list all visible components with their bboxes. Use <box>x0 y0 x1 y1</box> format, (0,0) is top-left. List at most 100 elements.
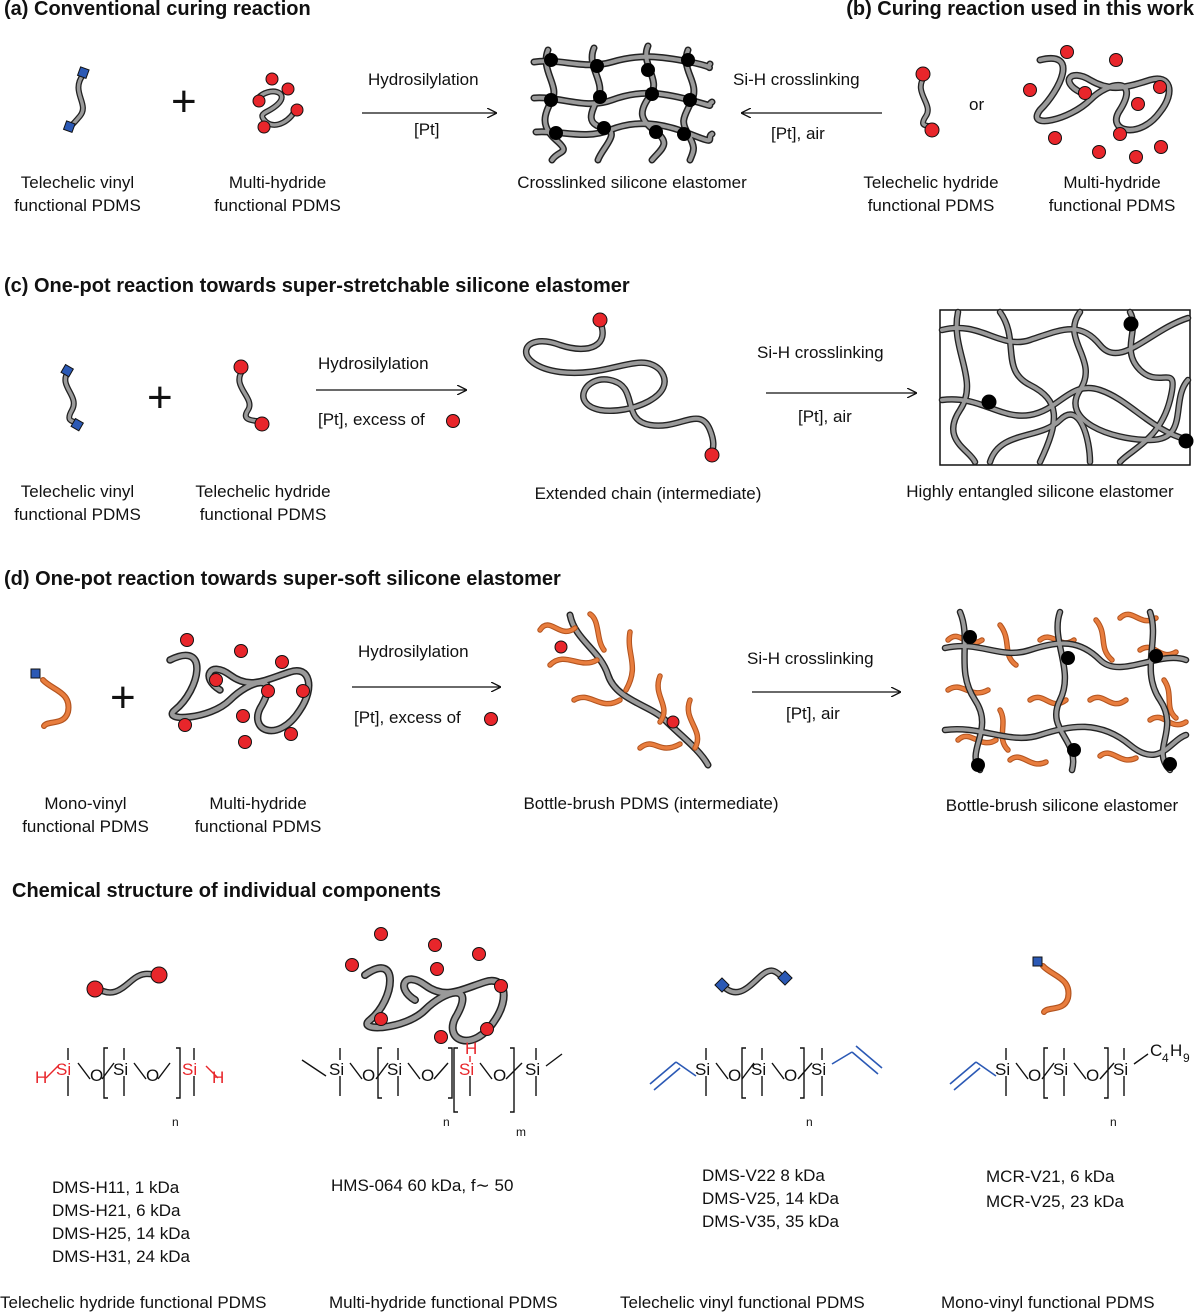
panel-a-arrow-bottom: [Pt] <box>414 120 440 139</box>
atom-o: O <box>146 1066 159 1085</box>
atom-si: Si <box>525 1060 540 1079</box>
panel-c-arrow2-top: Si-H crosslinking <box>757 343 884 362</box>
bottle-brush-network-icon <box>941 608 1190 774</box>
atom-si: Si <box>387 1060 402 1079</box>
panel-c-title: (c) One-pot reaction towards super-stret… <box>4 275 630 297</box>
panel-b-arrow-bottom: [Pt], air <box>771 124 825 143</box>
panel-b-title: (b) Curing reaction used in this work <box>846 0 1194 20</box>
panel-d-intermediate-label: Bottle-brush PDMS (intermediate) <box>523 794 779 813</box>
entangled-network-icon <box>938 308 1194 466</box>
atom-si: Si <box>995 1060 1010 1079</box>
structure-multi-hydride-icon <box>345 927 508 1045</box>
atom-si: Si <box>459 1060 474 1079</box>
atom-si: Si <box>1113 1060 1128 1079</box>
structure-mono-vinyl-icon <box>1032 956 1072 1015</box>
panel-c-telechelic-hydride-icon <box>233 359 270 432</box>
butyl-h: H <box>1170 1041 1182 1060</box>
panel-a-arrow-top: Hydrosilylation <box>368 70 479 89</box>
panel-c-plus: + <box>147 373 173 422</box>
repeat-n: n <box>443 1115 450 1129</box>
atom-si: Si <box>182 1060 197 1079</box>
atom-si: Si <box>751 1060 766 1079</box>
caption-mono-vinyl: Mono-vinyl functional PDMS <box>941 1293 1155 1312</box>
panel-d-excess-hydride-dot <box>484 712 498 726</box>
caption-telechelic-hydride: Telechelic hydride functional PDMS <box>0 1293 267 1312</box>
atom-si: Si <box>113 1060 128 1079</box>
structure-telechelic-hydride-formula: H Si O Si O Si H n <box>35 1047 224 1129</box>
atom-o: O <box>784 1066 797 1085</box>
panel-c-arrow1-top: Hydrosilylation <box>318 354 429 373</box>
panel-b-arrow-top: Si-H crosslinking <box>733 70 860 89</box>
atom-si: Si <box>329 1060 344 1079</box>
atom-o: O <box>362 1066 375 1085</box>
atom-o: O <box>493 1066 506 1085</box>
panel-d-arrow2-top: Si-H crosslinking <box>747 649 874 668</box>
atom-si: Si <box>56 1060 71 1079</box>
structure-mono-vinyl-formula: Si O Si O Si n C 4 H 9 <box>949 1041 1190 1129</box>
panel-a-title: (a) Conventional curing reaction <box>4 0 311 20</box>
panel-d-mono-vinyl-icon <box>30 668 72 729</box>
repeat-n: n <box>806 1115 813 1129</box>
structure-multi-hydride-formula: Si O Si O H Si O Si n m <box>301 1039 563 1139</box>
panel-d-plus: + <box>110 673 136 722</box>
atom-si: Si <box>1053 1060 1068 1079</box>
panel-b-multi-hydride-icon <box>1023 45 1173 164</box>
caption-multi-hydride: Multi-hydride functional PDMS <box>329 1293 558 1312</box>
atom-si: Si <box>811 1060 826 1079</box>
panel-d-arrow1-top: Hydrosilylation <box>358 642 469 661</box>
structure-telechelic-vinyl-icon <box>714 967 793 996</box>
panel-a-multi-hydride-icon <box>252 72 304 134</box>
panel-d-arrow1-bottom: [Pt], excess of <box>354 708 461 727</box>
atom-h: H <box>35 1068 47 1087</box>
atom-o: O <box>728 1066 741 1085</box>
panel-a-telechelic-vinyl-icon <box>62 66 90 134</box>
panel-c-arrow2-bottom: [Pt], air <box>798 407 852 426</box>
bottle-brush-intermediate-icon <box>537 611 712 769</box>
repeat-n: n <box>172 1115 179 1129</box>
butyl-c-sub: 4 <box>1162 1051 1169 1065</box>
panel-b-or: or <box>969 95 985 114</box>
panel-d-title: (d) One-pot reaction towards super-soft … <box>4 568 561 590</box>
panel-d-multi-hydride-icon <box>166 633 313 749</box>
panel-c-product-label: Highly entangled silicone elastomer <box>906 482 1174 501</box>
structure-telechelic-vinyl-formula: Si O Si O Si n <box>649 1045 883 1129</box>
atom-o: O <box>421 1066 434 1085</box>
crosslinked-network-icon <box>530 42 716 164</box>
structures-title: Chemical structure of individual compone… <box>12 880 441 902</box>
butyl-c: C <box>1150 1041 1162 1060</box>
panel-a-plus: + <box>171 77 197 126</box>
butyl-h-sub: 9 <box>1183 1051 1190 1065</box>
atom-si: Si <box>695 1060 710 1079</box>
panel-c-arrow1-bottom: [Pt], excess of <box>318 410 425 429</box>
panel-c-excess-hydride-dot <box>446 414 460 428</box>
repeat-m: m <box>516 1125 526 1139</box>
panel-c-telechelic-vinyl-icon <box>60 363 85 432</box>
caption-telechelic-vinyl: Telechelic vinyl functional PDMS <box>620 1293 865 1312</box>
panel-d-arrow2-bottom: [Pt], air <box>786 704 840 723</box>
repeat-n: n <box>1110 1115 1117 1129</box>
atom-o: O <box>1086 1066 1099 1085</box>
grade-list-multi-hydride: HMS-064 60 kDa, f∼ 50 <box>331 1176 514 1195</box>
atom-o: O <box>90 1066 103 1085</box>
panel-a-product-label: Crosslinked silicone elastomer <box>517 173 747 192</box>
panel-b-telechelic-hydride-icon <box>915 66 940 138</box>
panel-d-product-label: Bottle-brush silicone elastomer <box>945 796 1179 815</box>
atom-o: O <box>1028 1066 1041 1085</box>
panel-c-intermediate-label: Extended chain (intermediate) <box>534 484 762 503</box>
atom-h: H <box>212 1068 224 1087</box>
atom-h: H <box>465 1039 477 1058</box>
structure-telechelic-hydride-icon <box>86 966 168 998</box>
extended-chain-icon <box>523 312 720 463</box>
